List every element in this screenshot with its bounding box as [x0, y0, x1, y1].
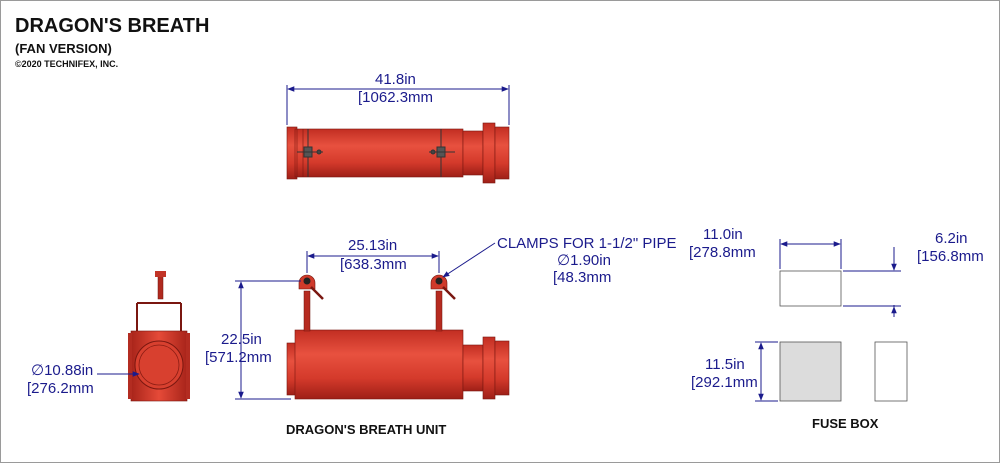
fuse-box-front-view — [779, 341, 842, 402]
unit-caption: DRAGON'S BREATH UNIT — [286, 422, 447, 437]
fuse-box-side-view — [874, 341, 908, 402]
copyright-notice: ©2020 TECHNIFEX, INC. — [15, 59, 119, 69]
drawing-subtitle: (FAN VERSION) — [15, 41, 112, 56]
top-view-clamp-right — [429, 129, 455, 177]
fuse-box-top-view — [779, 270, 842, 307]
clamp-note-leader — [442, 242, 496, 278]
fuse-height-mm: [292.1mm — [691, 374, 758, 391]
top-view-clamp-left — [297, 129, 323, 177]
overall-length-mm: [1062.3mm — [358, 89, 434, 106]
clamp-spacing-dimension-line — [306, 251, 440, 273]
clamp-spacing-in: 25.13in — [348, 237, 398, 254]
fuse-box-caption: FUSE BOX — [812, 416, 879, 431]
clamp-left — [298, 274, 324, 332]
end-diameter-in: ∅10.88in — [31, 362, 94, 379]
end-view — [128, 271, 190, 402]
clamp-spacing-mm: [638.3mm — [340, 256, 407, 273]
fuse-width-dimension-line — [779, 239, 842, 269]
fuse-depth-mm: [156.8mm — [917, 248, 984, 265]
top-view — [286, 122, 510, 184]
unit-flange-ring — [482, 336, 496, 400]
fuse-height-in: 11.5in — [705, 356, 745, 373]
end-diameter-mm: [276.2mm — [27, 380, 94, 397]
unit-body — [294, 329, 464, 400]
fuse-depth-in: 6.2in — [935, 230, 968, 247]
overall-length-in: 41.8in — [375, 71, 416, 88]
drawing-title: DRAGON'S BREATH — [15, 15, 210, 37]
unit-front-view — [286, 274, 510, 400]
clamp-note: CLAMPS FOR 1-1/2" PIPE — [497, 235, 677, 252]
clamp-diameter-in: ∅1.90in — [557, 252, 611, 269]
top-view-flange-ring — [482, 122, 496, 184]
fuse-height-dimension-line — [755, 341, 778, 402]
clamp-right — [430, 274, 456, 332]
top-view-outlet — [494, 126, 510, 180]
fuse-depth-dimension-line — [843, 247, 901, 317]
unit-outlet — [494, 340, 510, 396]
top-view-coupler — [462, 130, 484, 176]
height-mm: [571.2mm — [205, 349, 272, 366]
height-in: 22.5in — [221, 331, 262, 348]
fuse-width-mm: [278.8mm — [689, 244, 756, 261]
height-dimension-line — [235, 280, 301, 400]
clamp-diameter-mm: [48.3mm — [553, 269, 612, 286]
end-view-outlet-circle — [134, 340, 184, 390]
unit-coupler — [462, 344, 484, 392]
fuse-width-in: 11.0in — [703, 226, 743, 243]
overall-length-dimension-line — [286, 85, 510, 125]
